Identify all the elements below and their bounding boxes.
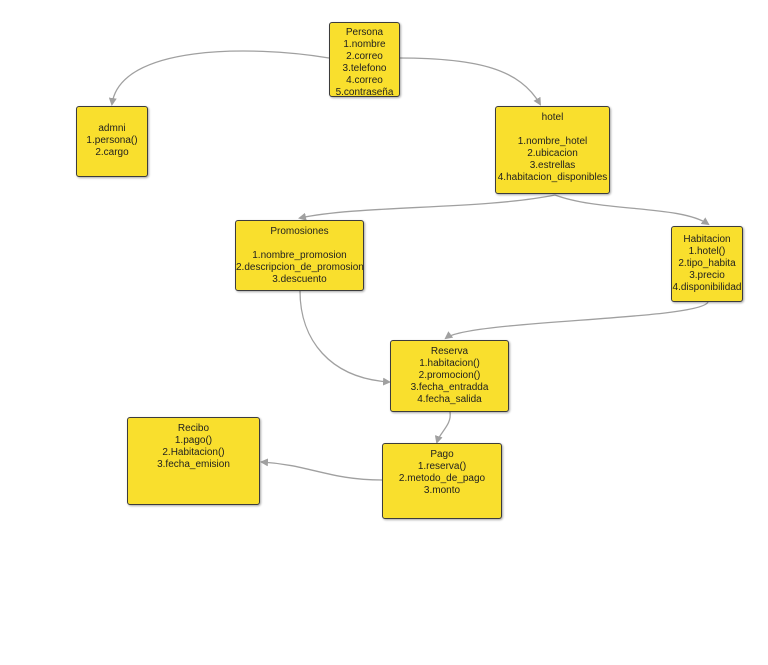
node-habitacion-attr: 4.disponibilidad — [672, 282, 742, 293]
node-reserva-title: Reserva — [430, 346, 469, 357]
edge-hotel-habitacion — [554, 194, 710, 226]
node-persona-attr: 3.telefono — [342, 63, 387, 74]
node-promociones-title: Promosiones — [270, 226, 329, 237]
node-promociones[interactable]: Promosiones 1.nombre_promosion 2.descrip… — [235, 220, 364, 291]
node-promociones-attr: 1.nombre_promosion — [252, 250, 347, 261]
node-persona-attr: 5.contraseña — [335, 87, 394, 98]
node-admni-attr: 2.cargo — [95, 147, 129, 158]
node-persona-attr: 4.correo — [346, 75, 383, 86]
node-recibo-attr: 2.Habitacion() — [162, 447, 225, 458]
node-admni-attr: 1.persona() — [86, 135, 138, 146]
node-admni-title: admni — [98, 123, 126, 134]
node-hotel-attr: 2.ubicacion — [527, 148, 578, 159]
node-reserva-attr: 3.fecha_entradda — [410, 382, 489, 393]
node-pago-attr: 1.reserva() — [417, 461, 467, 472]
node-persona-title: Persona — [345, 27, 384, 38]
node-persona-attr: 1.nombre — [343, 39, 386, 50]
node-recibo-attr: 3.fecha_emision — [157, 459, 230, 470]
edge-habitacion-reserva — [444, 301, 709, 340]
node-habitacion-attr: 3.precio — [689, 270, 725, 281]
edge-persona-hotel — [398, 57, 542, 106]
node-recibo[interactable]: Recibo 1.pago() 2.Habitacion() 3.fecha_e… — [127, 417, 260, 505]
node-habitacion-title: Habitacion — [683, 234, 731, 245]
node-reserva-attr: 4.fecha_salida — [417, 394, 482, 405]
node-reserva[interactable]: Reserva 1.habitacion() 2.promocion() 3.f… — [390, 340, 509, 412]
node-reserva-attr: 1.habitacion() — [419, 358, 480, 369]
node-promociones-attr: 3.descuento — [272, 274, 327, 285]
node-hotel-attr: 1.nombre_hotel — [517, 136, 588, 147]
node-hotel-attr: 4.habitacion_disponibles — [497, 172, 608, 183]
edge-persona-admni — [108, 50, 330, 106]
node-hotel-title: hotel — [541, 112, 564, 123]
edge-pago-recibo — [260, 458, 383, 481]
node-persona[interactable]: Persona 1.nombre 2.correo 3.telefono 4.c… — [329, 22, 400, 98]
node-pago[interactable]: Pago 1.reserva() 2.metodo_de_pago 3.mont… — [382, 443, 502, 519]
node-hotel-attr: 3.estrellas — [529, 160, 576, 171]
edge-hotel-promociones — [298, 194, 556, 221]
node-habitacion-attr: 1.hotel() — [688, 246, 726, 257]
node-persona-attr: 2.correo — [346, 51, 383, 62]
node-recibo-title: Recibo — [177, 423, 210, 434]
node-pago-attr: 3.monto — [423, 485, 461, 496]
edge-reserva-pago — [434, 411, 451, 444]
node-habitacion[interactable]: Habitacion 1.hotel() 2.tipo_habita 3.pre… — [671, 226, 743, 302]
node-admni[interactable]: admni 1.persona() 2.cargo — [76, 106, 148, 177]
edge-promociones-reserva — [299, 290, 391, 386]
node-pago-title: Pago — [430, 449, 454, 460]
node-reserva-attr: 2.promocion() — [418, 370, 481, 381]
node-recibo-attr: 1.pago() — [174, 435, 213, 446]
node-habitacion-attr: 2.tipo_habita — [678, 258, 736, 269]
node-pago-attr: 2.metodo_de_pago — [398, 473, 486, 484]
node-promociones-attr: 2.descripcion_de_promosion — [236, 262, 364, 273]
node-hotel[interactable]: hotel 1.nombre_hotel 2.ubicacion 3.estre… — [495, 106, 610, 194]
